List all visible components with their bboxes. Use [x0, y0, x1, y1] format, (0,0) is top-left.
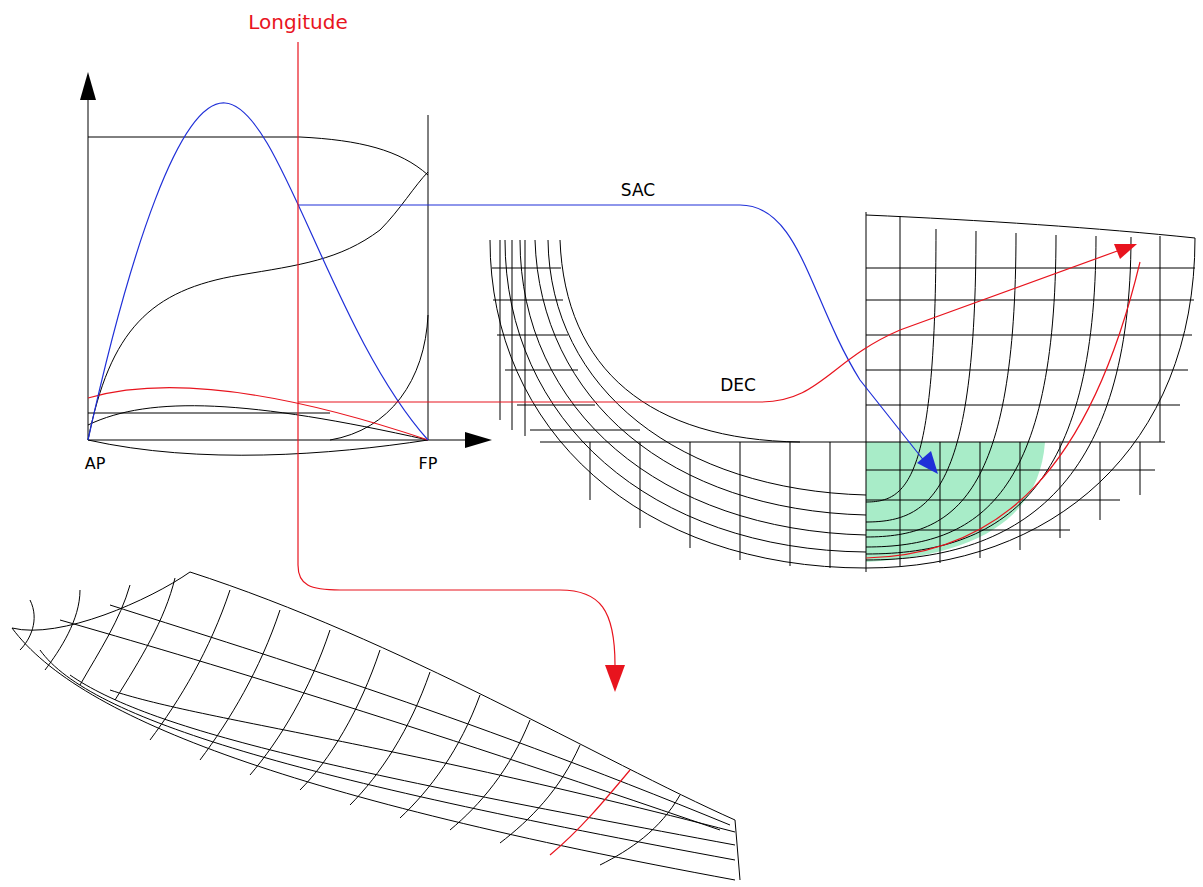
sac-curve	[88, 103, 428, 440]
dec-arrow	[298, 250, 1120, 402]
arrow-head	[1114, 244, 1137, 259]
curve-label: SAC	[621, 181, 655, 200]
hull-3d	[12, 572, 740, 880]
longitude-arrow	[298, 42, 615, 665]
arrow-head	[917, 451, 938, 474]
dec-curve	[88, 388, 428, 440]
section-curve	[550, 770, 630, 855]
body-plan	[490, 212, 1195, 572]
axis-arrow	[80, 72, 96, 100]
arrow-head	[605, 665, 625, 692]
curve-label: DEC	[720, 376, 756, 395]
axis-arrow	[465, 432, 492, 448]
perpendicular-label: FP	[419, 455, 438, 473]
sac-arrow	[298, 205, 925, 462]
axis-label: Longitude	[248, 11, 347, 33]
section-curve	[866, 262, 1140, 558]
perpendicular-label: AP	[85, 455, 106, 473]
